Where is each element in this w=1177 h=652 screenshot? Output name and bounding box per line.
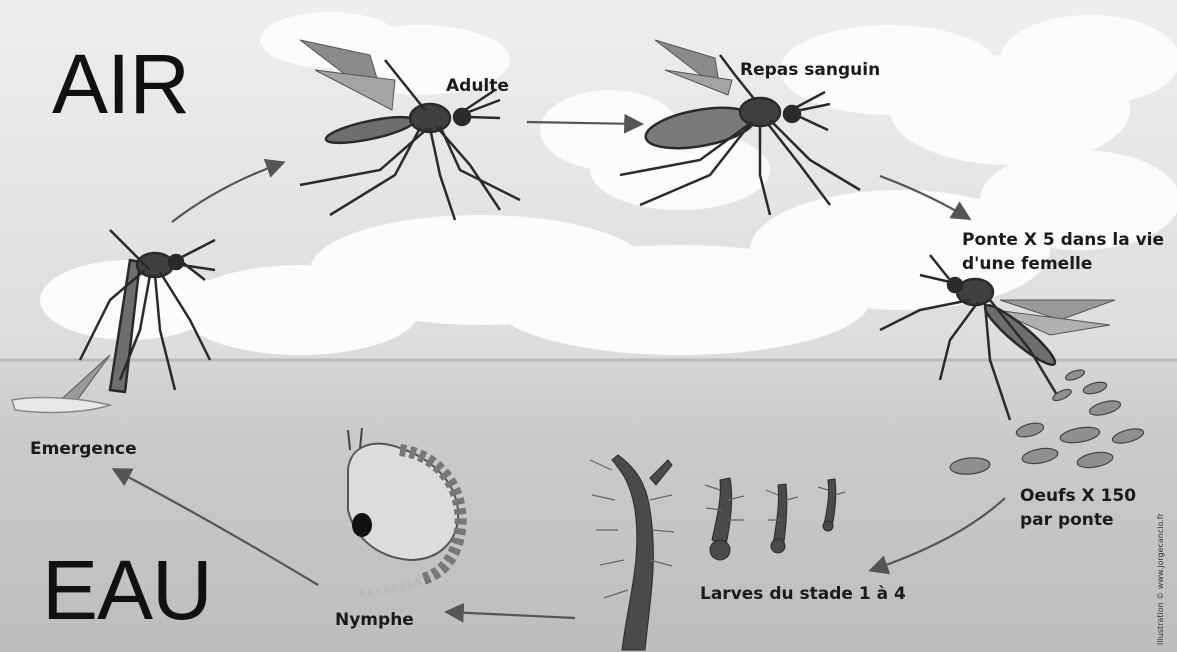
- stage-label-emergence: Emergence: [30, 437, 137, 461]
- illustration-credit: Illustration © www.jorgecancio.fr: [1156, 513, 1165, 645]
- stage-label-blood-meal: Repas sanguin: [740, 58, 880, 82]
- water-zone-title: EAU: [42, 548, 212, 632]
- stage-label-larvae: Larves du stade 1 à 4: [700, 582, 906, 606]
- stage-label-pupa: Nymphe: [335, 608, 414, 632]
- air-zone-title: AIR: [52, 42, 189, 126]
- stage-label-adult: Adulte: [446, 74, 509, 98]
- stage-label-eggs: Oeufs X 150 par ponte: [1020, 484, 1160, 532]
- stage-label-laying: Ponte X 5 dans la vie d'une femelle: [962, 228, 1177, 276]
